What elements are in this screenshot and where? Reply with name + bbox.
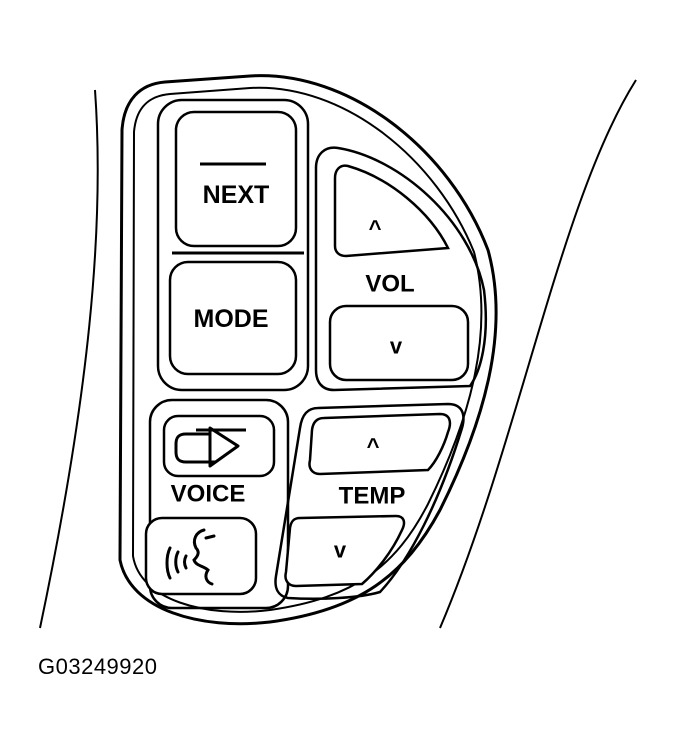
temp-down-label: v — [334, 538, 347, 563]
return-arrow-icon — [174, 426, 246, 468]
switch-pad-housing-inner — [131, 86, 483, 613]
next-button-label: NEXT — [203, 181, 270, 209]
temp-bezel — [274, 402, 465, 600]
temp-label: TEMP — [339, 483, 406, 510]
vol-down-label: v — [390, 334, 403, 359]
next-button[interactable] — [174, 110, 298, 248]
voice-return-button[interactable] — [162, 414, 276, 478]
wheel-rim-right-line — [439, 79, 637, 629]
temp-down-button[interactable] — [284, 514, 406, 588]
temp-up-label: ^ — [367, 434, 380, 459]
vol-up-label: ^ — [369, 216, 382, 241]
wheel-rim-left-line — [39, 89, 99, 629]
temp-up-button[interactable] — [308, 412, 452, 476]
left-upper-bezel — [156, 98, 310, 392]
vol-up-button[interactable] — [333, 164, 450, 258]
voice-label: VOICE — [171, 481, 246, 508]
voice-talk-button[interactable] — [144, 516, 258, 596]
vol-label: VOL — [365, 271, 414, 298]
mode-button[interactable] — [168, 260, 298, 376]
speaking-head-icon — [165, 528, 216, 586]
vol-bezel — [314, 146, 488, 392]
vol-down-button[interactable] — [328, 304, 470, 382]
figure-id-label: G03249920 — [38, 654, 158, 679]
mode-button-label: MODE — [194, 305, 269, 333]
